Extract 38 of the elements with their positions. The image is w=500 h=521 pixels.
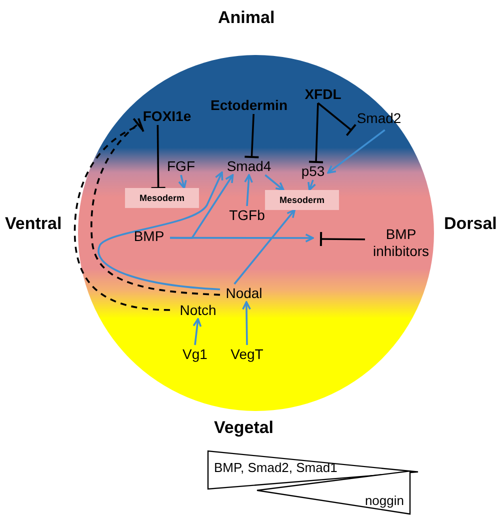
arrow <box>234 209 296 285</box>
inhibition-line <box>308 102 324 164</box>
node-label: Smad4 <box>226 158 272 174</box>
inhibition-line <box>150 125 166 190</box>
node-label: VegT <box>230 346 264 362</box>
inhibition-line <box>320 231 365 247</box>
axis-label: Dorsal <box>444 214 497 234</box>
node-label: Notch <box>180 302 216 318</box>
wedge-label: noggin <box>364 492 404 510</box>
inhibition-line <box>74 118 170 311</box>
node-label: TGFb <box>229 206 265 224</box>
mesoderm-box: Mesoderm <box>125 188 199 208</box>
arrow <box>170 174 234 239</box>
arrow <box>242 301 251 346</box>
arrow <box>327 129 386 174</box>
node-label: BMP <box>134 228 164 244</box>
node-label: BMP inhibitors <box>372 226 430 260</box>
node-label: Nodal <box>226 284 262 302</box>
arrow <box>178 174 187 189</box>
wedge-label: BMP, Smad2, Smad1 <box>214 459 338 476</box>
arrow <box>192 318 202 346</box>
inhibition-line <box>244 114 260 158</box>
arrow <box>264 174 284 191</box>
node-label: XFDL <box>304 86 342 102</box>
node-label: p53 <box>301 162 325 180</box>
arrow <box>308 180 316 191</box>
inhibition-line <box>90 118 220 296</box>
axis-label: Ventral <box>5 214 62 234</box>
inhibition-line <box>317 102 357 136</box>
mesoderm-box: Mesoderm <box>265 190 339 210</box>
axis-label: Animal <box>218 8 275 28</box>
node-label: Vg1 <box>182 346 208 362</box>
arrow <box>98 171 224 290</box>
node-label: Ectodermin <box>210 96 288 114</box>
node-label: FGF <box>167 158 195 174</box>
arrow <box>244 174 254 206</box>
axis-label: Vegetal <box>214 418 274 438</box>
node-label: FOXI1e <box>142 108 192 124</box>
